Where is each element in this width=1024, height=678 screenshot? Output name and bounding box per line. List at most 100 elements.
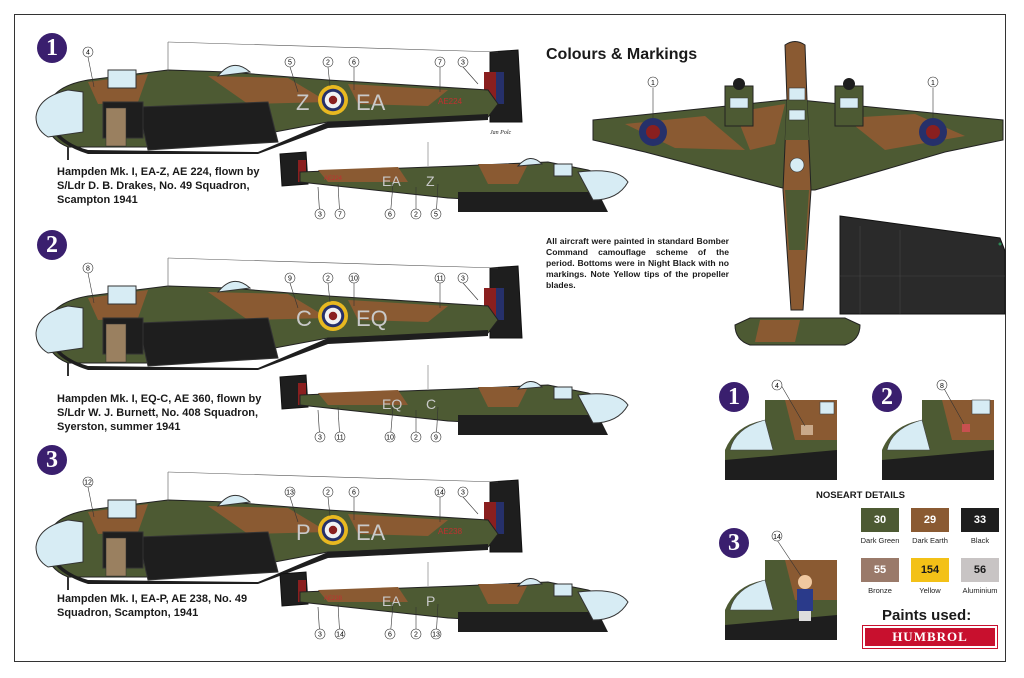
callout-label: 9 <box>288 276 292 283</box>
humbrol-logo: HUMBROL <box>862 625 998 649</box>
callout-label: 6 <box>352 490 356 497</box>
serial-number: AE238 <box>438 527 463 536</box>
noseart-title: NOSEART DETAILS <box>816 490 906 501</box>
callout-label: 6 <box>352 60 356 67</box>
caption-line: Scampton 1941 <box>57 194 138 206</box>
callout-marker: 9 <box>430 406 442 443</box>
profile-1-badge: 1 <box>37 33 67 63</box>
fuselage-roundel <box>318 515 348 545</box>
paint-swatch: 56 <box>961 558 999 582</box>
caption-line: Syerston, summer 1941 <box>57 421 181 433</box>
callout-marker: 3 <box>457 56 479 85</box>
callout-marker: 6 <box>348 486 360 520</box>
squadron-code-left: P <box>296 520 311 545</box>
squadron-code-right: Z <box>426 173 435 189</box>
squadron-code-left: Z <box>296 90 309 115</box>
callout-label: 10 <box>386 435 394 442</box>
profile-2-caption: Hampden Mk. I, EQ-C, AE 360, flown by S/… <box>57 392 261 434</box>
callout-label: 14 <box>336 632 344 639</box>
callout-marker: 3 <box>457 486 479 515</box>
plan-callout-label: 1 <box>651 80 655 87</box>
paint-swatch: 29 <box>911 508 949 532</box>
callout-marker: 6 <box>384 183 396 220</box>
callout-marker: 4 <box>82 46 95 88</box>
callout-marker: 5 <box>430 183 442 220</box>
callout-marker: 2 <box>410 410 422 443</box>
callout-marker: 2 <box>322 272 334 303</box>
callout-marker: 7 <box>434 56 446 92</box>
callout-marker: 9 <box>284 272 299 309</box>
squadron-code-right: P <box>426 593 435 609</box>
plan-fuselage <box>782 41 812 311</box>
callout-label: 2 <box>414 212 418 219</box>
profile-2-badge: 2 <box>37 230 67 260</box>
serial-number: AE224 <box>324 176 343 182</box>
callout-marker: 2 <box>410 187 422 220</box>
callout-marker: 3 <box>314 409 326 443</box>
caption-line: S/Ldr W. J. Burnett, No. 408 Squadron, <box>57 407 259 419</box>
serial-number: AE224 <box>438 97 463 106</box>
engines <box>724 78 864 127</box>
callout-label: 6 <box>388 212 392 219</box>
callout-label: 2 <box>326 276 330 283</box>
callout-label: 2 <box>326 490 330 497</box>
noseart-1-badge: 1 <box>719 382 749 412</box>
noseart-callout: 8 <box>940 383 944 390</box>
paint-swatch: 55 <box>861 558 899 582</box>
noseart-callout: 4 <box>775 383 779 390</box>
plan-callout-left: 1 <box>647 76 659 118</box>
paint-swatch-name: Bronze <box>868 586 892 595</box>
paint-swatch: 33 <box>961 508 999 532</box>
cartoon-figure <box>797 575 813 621</box>
callout-marker: 11 <box>334 406 346 443</box>
plan-roundel-right <box>919 118 947 146</box>
callout-label: 4 <box>86 50 90 57</box>
squadron-code-left: EA <box>382 593 401 609</box>
paints-title: Paints used: <box>882 607 972 624</box>
noseart-2-badge: 2 <box>872 382 902 412</box>
paint-swatch: 30 <box>861 508 899 532</box>
callout-marker: 2 <box>322 56 334 87</box>
callout-label: 2 <box>414 435 418 442</box>
plan-callout-label: 1 <box>931 80 935 87</box>
callout-label: 3 <box>318 212 322 219</box>
fuselage-roundel <box>318 301 348 331</box>
profile-3-caption: Hampden Mk. I, EA-P, AE 238, No. 49 Squa… <box>57 592 247 620</box>
callout-label: 2 <box>414 632 418 639</box>
callout-marker: 2 <box>322 486 334 517</box>
caption-line: Squadron, Scampton, 1941 <box>57 607 199 619</box>
plan-callout-right: 1 <box>927 76 939 118</box>
callout-marker: 3 <box>457 272 479 301</box>
squadron-code-right: EA <box>356 90 386 115</box>
callout-label: 3 <box>318 632 322 639</box>
callout-marker: 10 <box>384 406 396 443</box>
caption-line: Hampden Mk. I, EA-P, AE 238, No. 49 <box>57 593 248 605</box>
callout-marker: 11 <box>434 272 446 308</box>
squadron-code-left: EA <box>382 173 401 189</box>
profile-1-caption: Hampden Mk. I, EA-Z, AE 224, flown by S/… <box>57 165 260 207</box>
callout-label: 11 <box>336 435 343 442</box>
caption-line: Hampden Mk. I, EA-Z, AE 224, flown by <box>57 166 260 178</box>
paint-swatch-name: Yellow <box>919 586 941 595</box>
plan-roundel-left <box>639 118 667 146</box>
callout-label: 13 <box>432 632 440 639</box>
squadron-code-right: C <box>426 396 436 412</box>
paint-swatch-name: Dark Green <box>860 536 900 545</box>
callout-label: 10 <box>350 276 358 283</box>
callout-label: 3 <box>318 435 322 442</box>
callout-label: 6 <box>388 632 392 639</box>
callout-label: 11 <box>436 276 443 283</box>
serial-number: AE238 <box>324 596 343 602</box>
profile-3-starboard-view: EA P AE238 3 14 6 2 13 <box>279 562 629 640</box>
underside-wing-panel <box>839 215 1006 315</box>
callout-marker: 14 <box>334 603 346 640</box>
squadron-code-left: C <box>296 306 312 331</box>
artist-signature: Jan Polc <box>490 130 511 136</box>
callout-marker: 2 <box>410 607 422 640</box>
noseart-2-detail: 8 <box>882 379 994 480</box>
callout-marker: 3 <box>314 186 326 220</box>
callout-label: 5 <box>288 60 292 67</box>
paint-swatch-name: Aluminium <box>962 586 998 595</box>
tailplane <box>734 317 861 346</box>
